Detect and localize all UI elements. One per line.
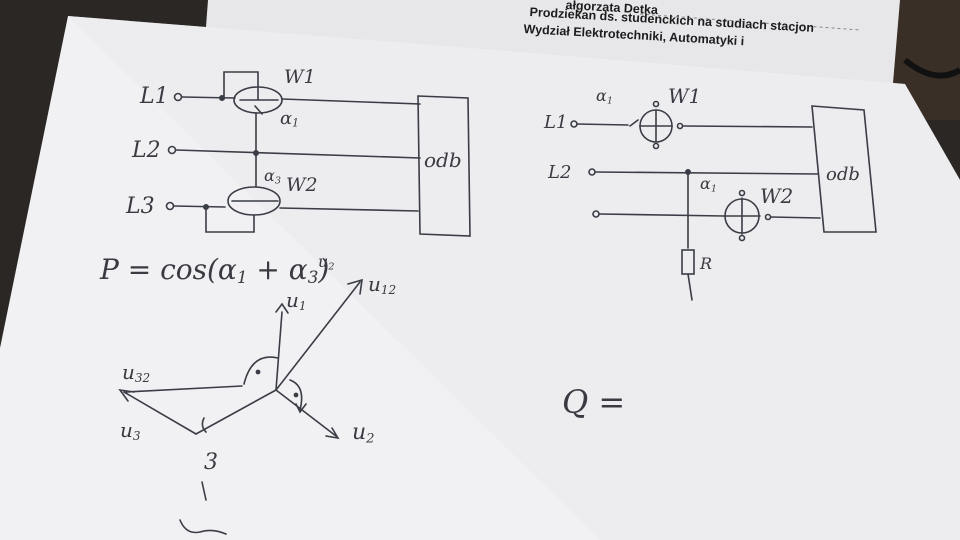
label-r-w1: W1: [668, 84, 702, 108]
label-r-l1: L1: [544, 112, 568, 133]
label-top-mark: u2: [318, 254, 334, 272]
label-w2: W2: [286, 174, 318, 196]
phasor-u12-head: [347, 278, 363, 295]
paper-shading: [68, 16, 960, 540]
r-wire-l1-a: [576, 123, 629, 126]
wire-l1-a: [181, 96, 236, 99]
top-mark-sub: 2: [328, 261, 335, 273]
phasor-u3: [195, 389, 277, 435]
u3-symbol: u: [120, 418, 133, 442]
wire-l3-a: [173, 205, 226, 208]
label-bottom-mark: 3: [204, 450, 218, 475]
r-alpha2-sub: 1: [710, 183, 717, 195]
wire-l2: [175, 149, 421, 159]
u1-symbol: u: [286, 288, 299, 312]
formula-p-sub1: 1: [236, 267, 248, 288]
angle-dot-1: [255, 369, 261, 375]
r-w2-bot-node: [738, 234, 746, 242]
label-l3: L3: [126, 194, 155, 219]
r-w1-tick: [629, 119, 639, 127]
phasor-diagram: [118, 278, 363, 535]
phasor-u1: [275, 311, 283, 391]
u2-symbol: u: [352, 420, 367, 445]
formula-p: P = cos(α1 + α3): [100, 256, 329, 286]
u32-sub: 32: [134, 371, 151, 385]
u12-symbol: u: [368, 272, 381, 296]
right-load-box: [811, 105, 877, 233]
label-r-alpha1: α1: [596, 88, 613, 106]
label-alpha1: α1: [280, 110, 299, 129]
w1-node: [219, 95, 226, 102]
phasor-horizontal: [125, 385, 243, 393]
phasor-u12: [275, 281, 361, 391]
label-w1: W1: [284, 66, 316, 88]
alpha3-sub: 3: [274, 175, 281, 187]
label-u32: u32: [122, 362, 150, 384]
formula-p-sub3: 3: [307, 267, 319, 288]
angle-arc-2: [289, 379, 303, 411]
r-alpha1-sub: 1: [606, 95, 613, 107]
alpha1-symbol: α: [280, 108, 293, 129]
label-r-load: odb: [826, 164, 860, 185]
w1-circle: [233, 86, 283, 114]
cable: [903, 57, 960, 79]
u1-sub: 1: [298, 299, 307, 313]
dangling-stroke: [201, 481, 207, 501]
wire-l3-b: [279, 207, 419, 212]
angle-arc-3: [201, 417, 207, 433]
label-left-load: odb: [424, 148, 462, 172]
label-r-resistor: R: [700, 254, 713, 273]
r-wire-l3-b: [770, 216, 821, 219]
label-u3: u3: [120, 420, 141, 442]
phasor-u32: [123, 391, 197, 435]
r-wire-l1-b: [682, 125, 813, 128]
left-circuit: [165, 71, 471, 237]
angle-dot-2: [293, 392, 299, 398]
label-r-alpha2: α1: [700, 176, 717, 194]
r-alpha2-symbol: α: [700, 174, 711, 193]
angle-arrow-2: [295, 403, 307, 414]
u32-symbol: u: [122, 360, 135, 384]
formula-q: Q =: [562, 383, 626, 421]
label-r-w2: W2: [760, 184, 794, 208]
sheet-dotted-line: [639, 13, 861, 31]
w2-coil-box: [205, 206, 255, 233]
label-r-l2: L2: [548, 162, 572, 183]
formula-p-lhs: P = cos(α: [100, 253, 237, 286]
formula-p-end: ): [318, 253, 330, 286]
r-w2-top-node: [738, 189, 746, 197]
bottom-scribble: [179, 519, 227, 535]
alpha1-tick: [254, 105, 263, 115]
w1-coil-box: [223, 71, 259, 100]
r-wire-l2: [594, 171, 819, 175]
label-u1: u1: [286, 290, 307, 312]
r-wire-l3-a: [598, 213, 725, 217]
r-alpha1-symbol: α: [596, 86, 607, 105]
r-w1-bot-node: [652, 142, 660, 150]
phasor-u2: [275, 389, 337, 437]
r-w1-top-node: [652, 100, 660, 108]
phasor-u1-head: [275, 302, 289, 314]
wire-l1-b: [281, 98, 421, 105]
label-u2: u2: [352, 422, 375, 446]
u12-sub: 12: [380, 283, 397, 297]
u2-sub: 2: [366, 431, 375, 447]
alpha1-sub: 1: [292, 116, 300, 130]
phasor-u2-head: [325, 427, 340, 440]
w2-node: [203, 204, 210, 211]
u3-sub: 3: [132, 429, 141, 443]
right-circuit: [570, 100, 877, 301]
left-load-box: [417, 95, 471, 237]
formula-p-mid: + α: [247, 253, 308, 286]
r-resistor-lead-bottom: [687, 273, 693, 301]
alpha3-symbol: α: [264, 166, 275, 185]
label-l1: L1: [140, 84, 169, 109]
label-alpha3: α3: [264, 168, 281, 186]
top-mark-symbol: u: [318, 252, 329, 271]
angle-arc-1: [243, 356, 279, 385]
label-l2: L2: [132, 138, 161, 163]
label-u12: u12: [368, 274, 396, 296]
